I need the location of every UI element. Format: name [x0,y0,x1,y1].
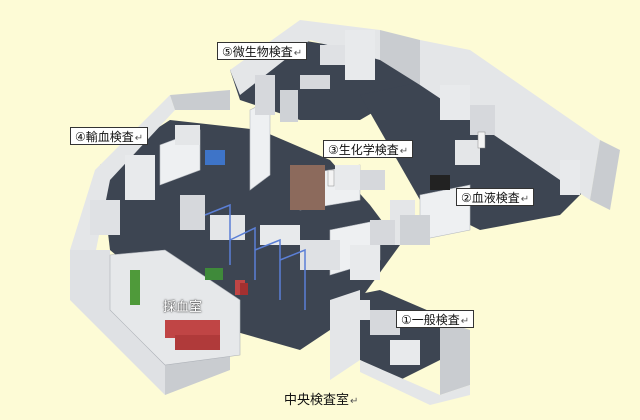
central-lab-text: 中央検査室 [284,393,350,408]
biochemistry-text: ③生化学検査 [328,143,399,157]
biochemistry-label: ③生化学検査↵ [323,140,414,158]
central-lab-caption: 中央検査室↵ [284,392,358,411]
glass-partitions [204,203,306,310]
general-label: ①一般検査↵ [396,310,475,328]
microbiology-text: ⑤微生物検査 [222,45,293,59]
return-mark: ↵ [293,48,303,59]
return-mark: ↵ [399,146,409,157]
microbiology-label: ⑤微生物検査↵ [217,42,308,60]
return-mark: ↵ [134,133,144,144]
return-mark: ↵ [520,194,530,205]
blood-collection-room-label: 採血室 [163,300,203,315]
hematology-text: ②血液検査 [461,191,520,205]
equipment [90,30,580,365]
hematology-label: ②血液検査↵ [456,188,535,206]
general-text: ①一般検査 [401,313,460,327]
return-mark: ↵ [350,396,359,407]
figures [240,131,486,295]
return-mark: ↵ [460,316,470,327]
transfusion-text: ④輸血検査 [75,130,134,144]
transfusion-label: ④輸血検査↵ [70,127,149,145]
